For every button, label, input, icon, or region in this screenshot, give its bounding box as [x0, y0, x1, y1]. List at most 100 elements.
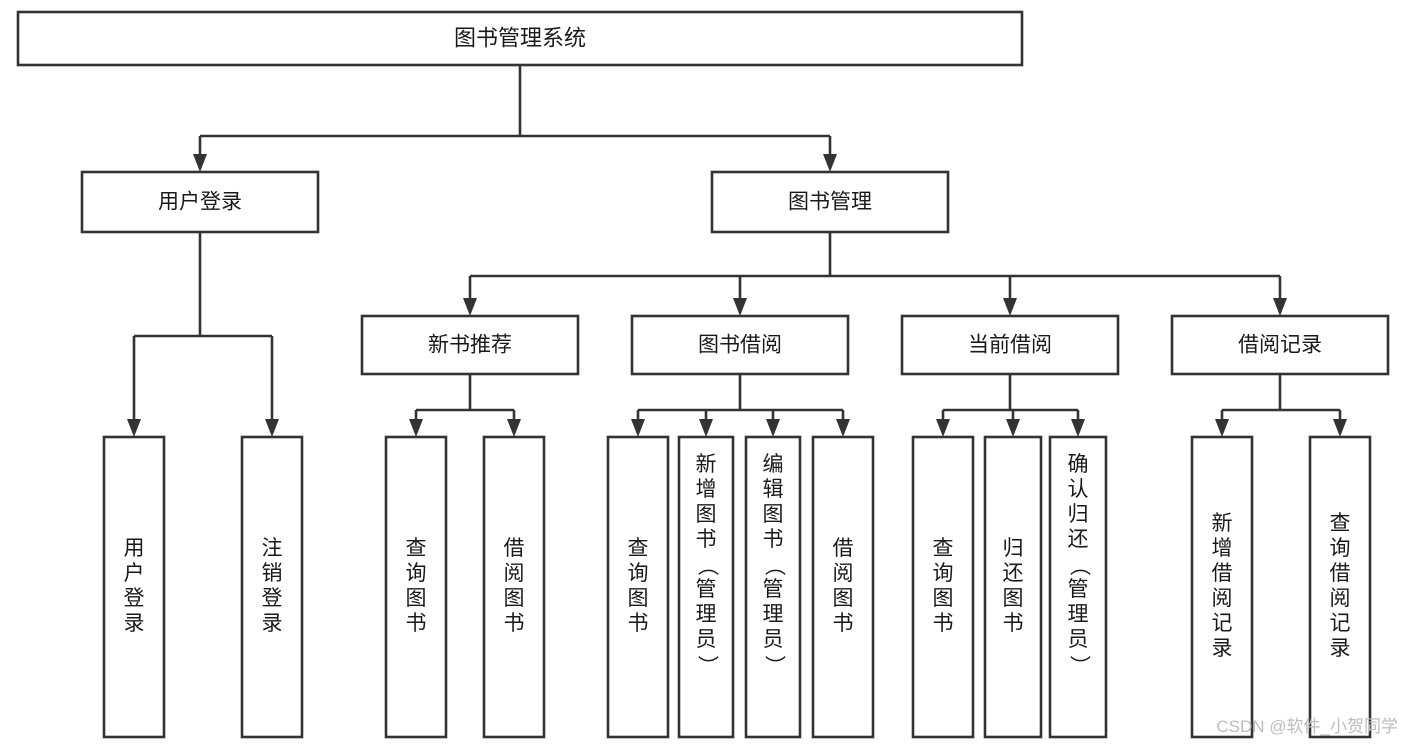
node-label-book-management: 图书管理	[788, 191, 872, 214]
leaf-label-char: 理	[763, 603, 784, 626]
leaf-label-char: 录	[1212, 637, 1233, 660]
leaf-label-char: 借	[1330, 562, 1351, 585]
leaf-label-char: （	[695, 555, 718, 576]
node-user-login[interactable]: 用户登录	[80, 170, 320, 234]
arrow-head	[823, 154, 837, 172]
leaf-label-char: 书	[1003, 612, 1024, 635]
leaf-label-char: 增	[696, 478, 717, 501]
leaf-label-char: 查	[628, 537, 649, 560]
leaf-label-char: 理	[1068, 603, 1089, 626]
leaf-label-char: 录	[124, 612, 145, 635]
leaf-label-char: 图	[833, 587, 854, 610]
node-box-leaf-query-book-3[interactable]	[911, 435, 975, 739]
leaf-label-char: 员	[696, 628, 717, 651]
arrow-head	[699, 419, 713, 437]
node-box-leaf-edit-book-admin[interactable]	[744, 435, 802, 739]
leaf-label-char: 书	[933, 612, 954, 635]
leaf-label-char: 查	[406, 537, 427, 560]
leaf-label-char: 借	[504, 537, 525, 560]
leaf-label-char: 用	[124, 537, 145, 560]
leaf-label-char: ）	[1067, 655, 1090, 676]
arrow-head	[1333, 419, 1347, 437]
node-box-book-borrow[interactable]	[630, 314, 850, 376]
node-box-leaf-logout[interactable]	[240, 435, 304, 739]
node-box-leaf-query-borrow-record[interactable]	[1308, 435, 1372, 739]
node-box-book-management[interactable]	[710, 170, 950, 234]
node-box-leaf-query-book-2[interactable]	[606, 435, 670, 739]
leaf-label-char: （	[1067, 555, 1090, 576]
node-box-leaf-return-book[interactable]	[983, 435, 1043, 739]
node-book-borrow[interactable]: 图书借阅	[630, 314, 850, 376]
leaf-label-char: 书	[696, 528, 717, 551]
arrow-head	[265, 419, 279, 437]
node-borrow-record[interactable]: 借阅记录	[1170, 314, 1390, 376]
leaf-label-char: 录	[262, 612, 283, 635]
node-book-management[interactable]: 图书管理	[710, 170, 950, 234]
arrow-head	[193, 154, 207, 172]
node-box-borrow-record[interactable]	[1170, 314, 1390, 376]
node-box-root[interactable]	[16, 10, 1024, 67]
node-leaf-user-login[interactable]: 用户登录	[102, 435, 166, 739]
leaf-label-char: 阅	[1212, 587, 1233, 610]
leaf-label-char: 阅	[1330, 587, 1351, 610]
leaf-label-char: 注	[262, 537, 283, 560]
arrow-head	[766, 419, 780, 437]
node-box-leaf-add-book-admin[interactable]	[677, 435, 735, 739]
node-root[interactable]: 图书管理系统	[16, 10, 1024, 67]
arrow-head	[1003, 298, 1017, 316]
node-box-new-book-recommend[interactable]	[360, 314, 580, 376]
arrow-head	[507, 419, 521, 437]
node-box-leaf-confirm-return-admin[interactable]	[1048, 435, 1108, 739]
leaf-label-char: 询	[628, 562, 649, 585]
leaf-label-char: 还	[1068, 528, 1089, 551]
node-box-user-login[interactable]	[80, 170, 320, 234]
node-label-current-borrow: 当前借阅	[968, 334, 1052, 357]
node-box-leaf-user-login[interactable]	[102, 435, 166, 739]
leaf-label-char: 员	[1068, 628, 1089, 651]
leaf-label-char: 录	[1330, 637, 1351, 660]
arrow-head	[409, 419, 423, 437]
leaf-label-char: 借	[833, 537, 854, 560]
node-box-leaf-borrow-book-1[interactable]	[482, 435, 546, 739]
node-box-current-borrow[interactable]	[900, 314, 1120, 376]
leaf-label-char: 归	[1003, 537, 1024, 560]
leaf-label-char: 登	[124, 587, 145, 610]
node-box-leaf-query-book-1[interactable]	[384, 435, 448, 739]
leaf-label-char: 图	[1003, 587, 1024, 610]
leaf-label-char: （	[762, 555, 785, 576]
leaf-label-char: 图	[933, 587, 954, 610]
leaf-label-char: 确	[1068, 453, 1089, 476]
arrow-head	[1215, 419, 1229, 437]
leaf-label-char: 图	[628, 587, 649, 610]
leaf-label-char: 编	[763, 453, 784, 476]
arrow-head	[631, 419, 645, 437]
node-box-leaf-add-borrow-record[interactable]	[1190, 435, 1254, 739]
leaf-label-char: 书	[406, 612, 427, 635]
leaf-label-char: 归	[1068, 503, 1089, 526]
leaf-label-char: 书	[833, 612, 854, 635]
node-label-book-borrow: 图书借阅	[698, 334, 782, 357]
arrow-head	[936, 419, 950, 437]
node-label-new-book-recommend: 新书推荐	[428, 334, 512, 357]
leaf-label-char: 图	[406, 587, 427, 610]
leaf-label-char: 查	[933, 537, 954, 560]
node-current-borrow[interactable]: 当前借阅	[900, 314, 1120, 376]
node-box-leaf-borrow-book-2[interactable]	[811, 435, 875, 739]
node-label-root: 图书管理系统	[454, 25, 586, 50]
leaf-label-char: 理	[696, 603, 717, 626]
node-new-book-recommend[interactable]: 新书推荐	[360, 314, 580, 376]
leaf-label-char: 查	[1330, 512, 1351, 535]
leaf-label-char: 记	[1212, 612, 1233, 635]
